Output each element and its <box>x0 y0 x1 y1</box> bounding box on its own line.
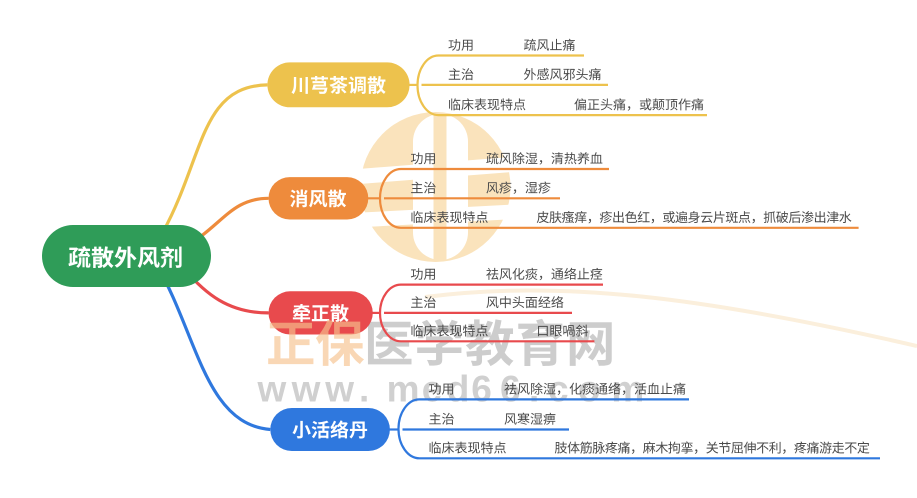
svg-text:www.med66.com: www.med66.com <box>257 369 645 410</box>
